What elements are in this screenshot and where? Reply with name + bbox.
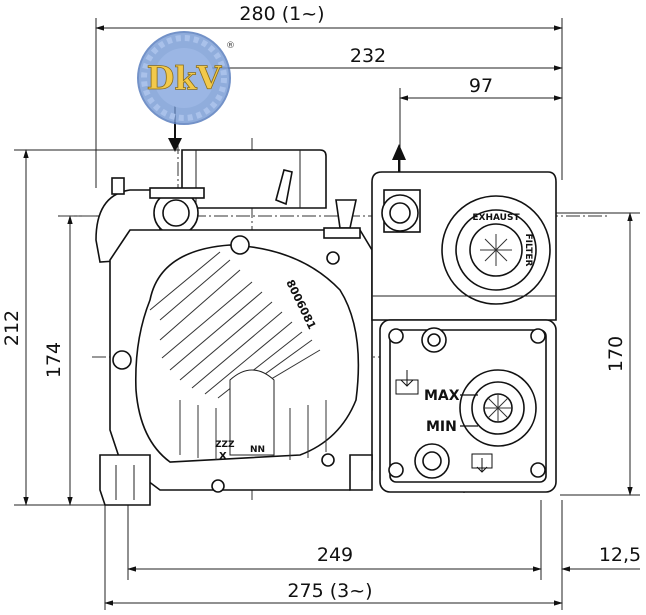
filter-text: FILTER xyxy=(523,234,533,267)
hatch-symbol: ZZZ xyxy=(215,440,235,450)
dkv-logo: DkV ® xyxy=(137,31,235,125)
exhaust-text: EXHAUST xyxy=(472,213,520,223)
oil-drain-icon xyxy=(471,453,493,473)
exhaust-arrow-icon xyxy=(392,144,406,160)
dim-249: 249 xyxy=(317,544,353,566)
dim-232: 232 xyxy=(350,45,386,67)
x-mark: X xyxy=(219,451,227,462)
oil-level-min: MIN xyxy=(426,419,457,435)
exhaust-housing xyxy=(371,171,557,321)
dim-total-width-1ph: 280 (1~) xyxy=(239,3,324,25)
exhaust-filter-label: EXHAUST FILTER xyxy=(472,213,533,267)
pump-motor-housing xyxy=(95,149,373,506)
registered-mark: ® xyxy=(226,41,235,51)
dim-170: 170 xyxy=(605,336,627,372)
dim-total-width-3ph: 275 (3~) xyxy=(287,580,372,602)
dim-174: 174 xyxy=(43,342,65,378)
oil-reservoir xyxy=(379,319,557,493)
dim-97: 97 xyxy=(469,75,493,97)
dim-12-5: 12,5 xyxy=(599,544,641,566)
vertical-fins xyxy=(179,369,327,460)
inlet-arrow-icon xyxy=(168,138,182,152)
oil-level-max: MAX xyxy=(424,388,460,404)
dim-212: 212 xyxy=(1,310,23,346)
nn-mark: NN xyxy=(250,445,265,455)
oil-fill-icon xyxy=(395,370,419,395)
logo-text: DkV xyxy=(147,59,223,97)
